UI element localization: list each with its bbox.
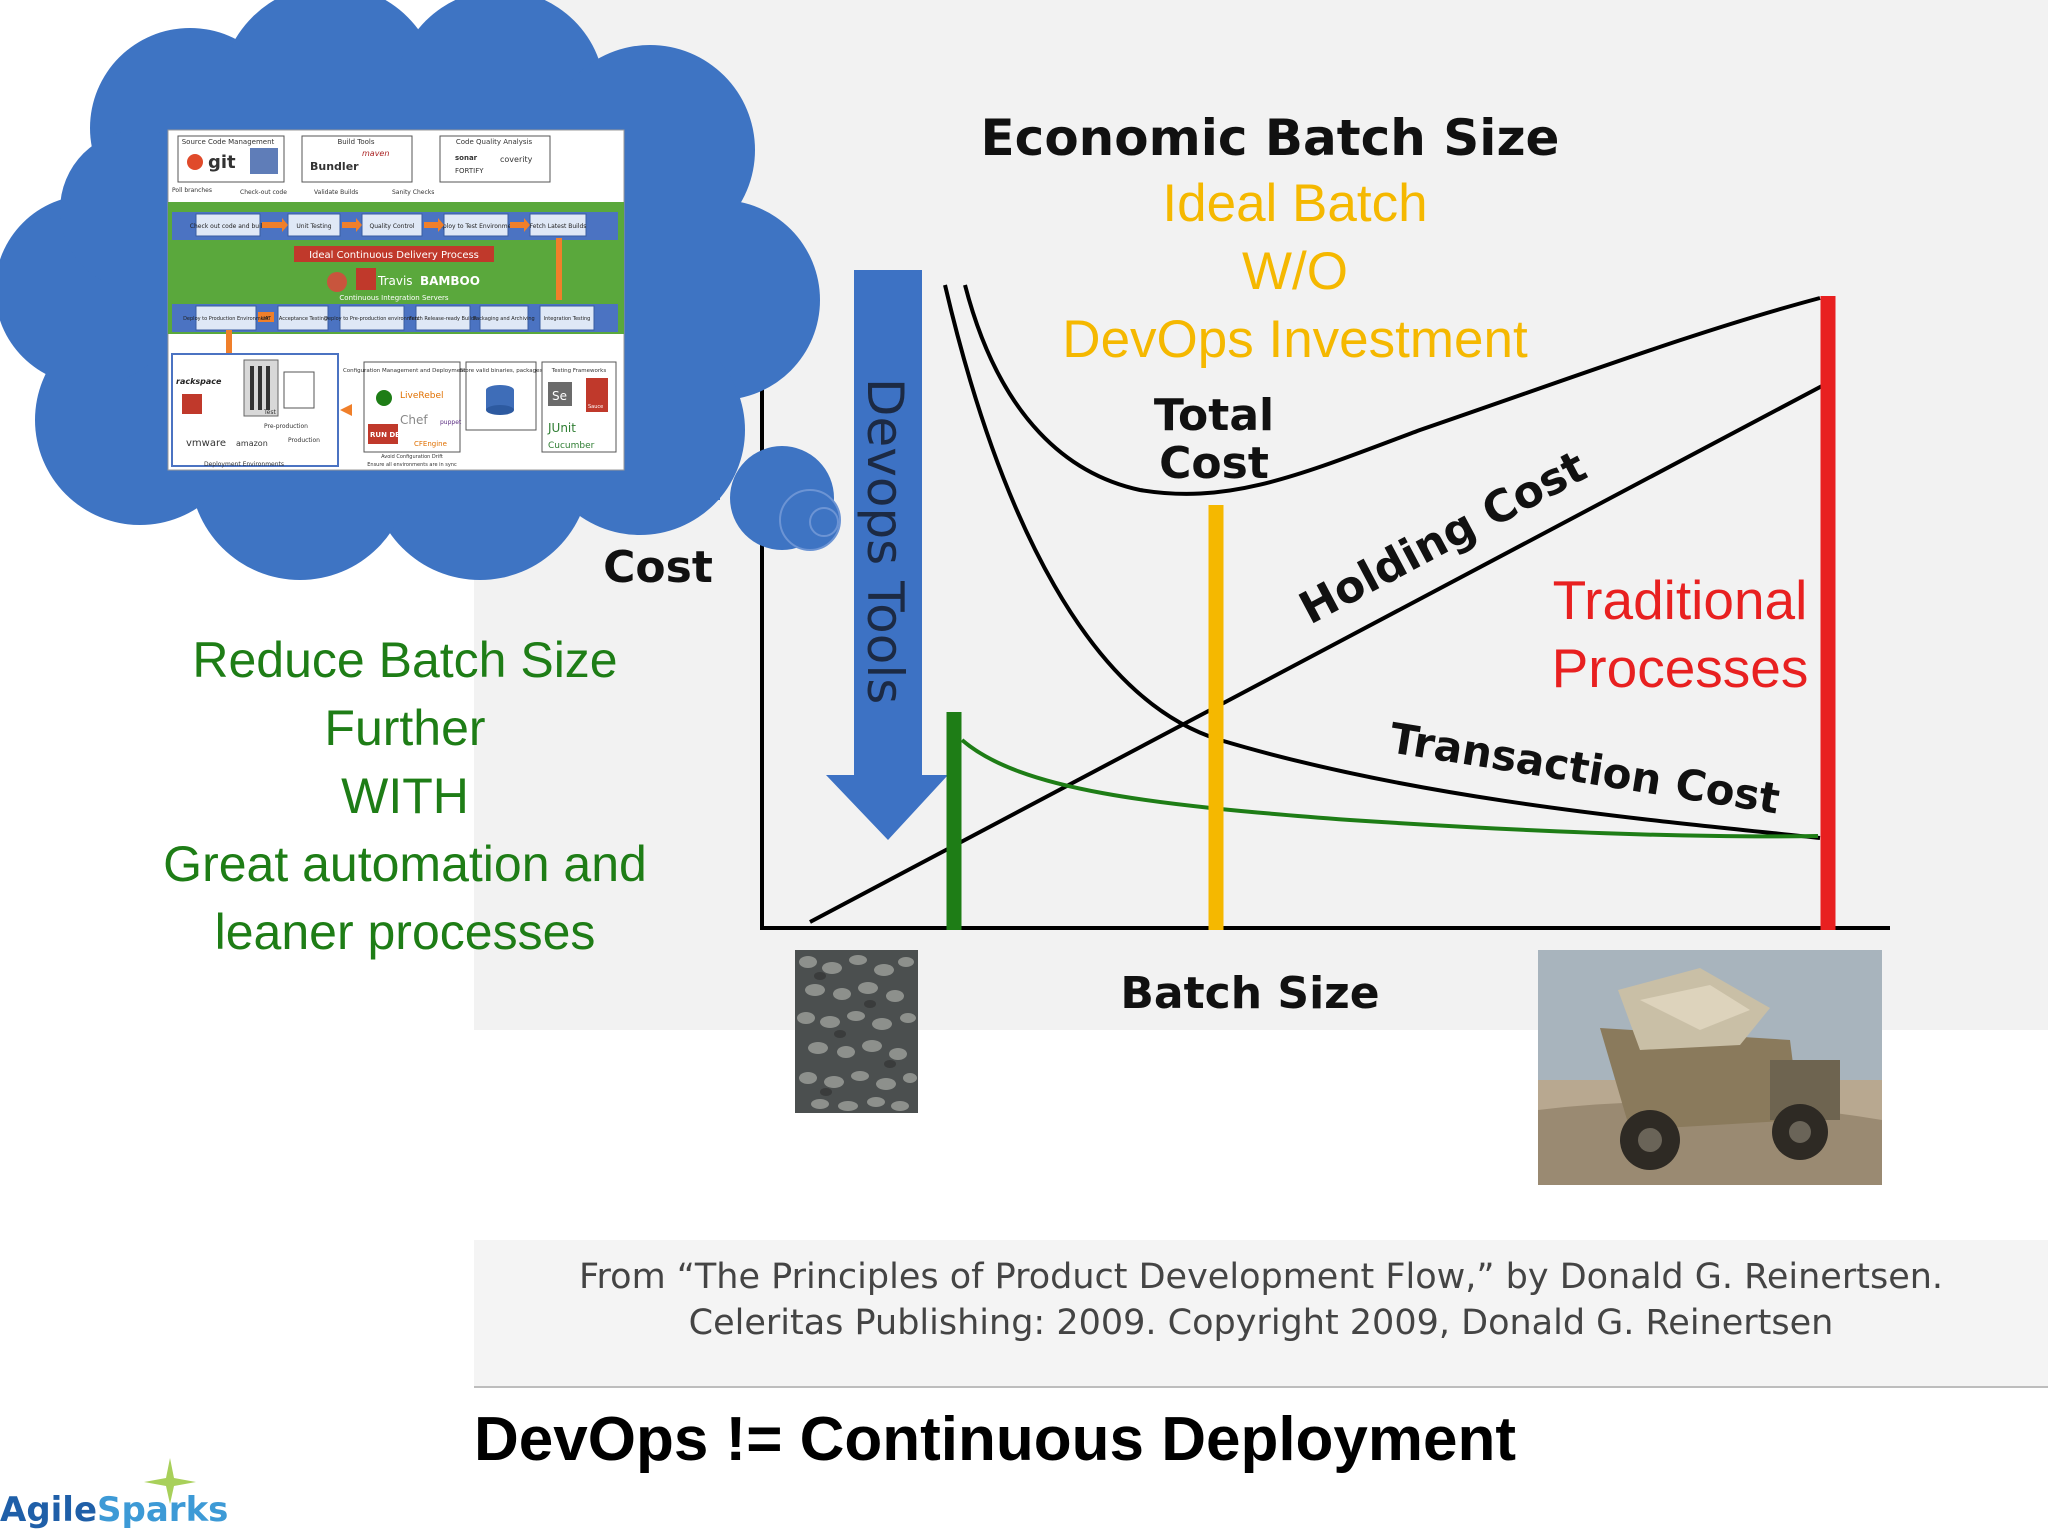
coverity-text: coverity — [500, 155, 533, 164]
sauce-text: Sauce — [588, 404, 603, 410]
pipe-code-quality-label: Code Quality Analysis — [456, 138, 533, 146]
pipe-build-tools-label: Build Tools — [337, 138, 374, 146]
reduce-line-4: Great automation and — [163, 836, 647, 892]
row2-step-2: Acceptance Testing — [279, 316, 327, 322]
citation-line-1: From “The Principles of Product Developm… — [578, 1257, 1944, 1297]
jenkins-logo — [327, 272, 347, 292]
row1-step-3: Quality Control — [369, 223, 414, 230]
git-logo — [187, 154, 203, 170]
reduce-line-1: Reduce Batch Size — [192, 632, 618, 688]
agilesparks-logo: AgileSparks — [0, 1458, 229, 1530]
reduce-batch-text: Reduce Batch Size Further WITH Great aut… — [110, 626, 700, 966]
total-cost-label-line2: Cost — [1159, 438, 1269, 489]
total-cost-curve — [963, 284, 1821, 496]
row1-step-1: Check out code and build — [190, 223, 267, 230]
row2-step-1: Deploy to Production Environment — [183, 316, 269, 322]
citation: From “The Principles of Product Developm… — [474, 1254, 2048, 1346]
vmware-text: vmware — [186, 438, 226, 449]
maven-text: maven — [362, 149, 389, 158]
total-cost-label-line1: Total — [1154, 390, 1274, 441]
citation-background — [474, 1240, 2048, 1388]
build-logo — [250, 148, 278, 174]
x-axis-label: Batch Size — [1120, 968, 1379, 1019]
store-binaries-label: Store valid binaries, packages — [460, 368, 543, 374]
ideal-batch-line-1: Ideal Batch — [1162, 174, 1428, 233]
sonar-text: sonar — [455, 154, 478, 162]
row2-step-5: Packaging and Archiving — [473, 316, 534, 322]
pipe-source-code-label: Source Code Management — [182, 138, 275, 146]
git-text: git — [208, 152, 236, 173]
reduce-line-3: WITH — [341, 768, 469, 824]
devops-tools-arrow — [826, 270, 948, 840]
reduced-transaction-cost-curve — [960, 738, 1819, 839]
y-axis-label: Cost — [603, 542, 713, 593]
reduce-line-5: leaner processes — [214, 904, 596, 960]
spark-icon — [144, 1458, 196, 1504]
env-test: Test — [263, 409, 276, 416]
holding-cost-line — [809, 384, 1823, 924]
bamboo-text: BAMBOO — [420, 274, 480, 288]
logo-part-agile: Agile — [0, 1490, 98, 1530]
row2-step-3: Deploy to Pre-production environment — [324, 316, 420, 322]
cucumber-text: Cucumber — [548, 441, 595, 451]
travis-logo — [356, 268, 376, 290]
slide-title: DevOps != Continuous Deployment — [474, 1405, 1517, 1474]
row2-step-4: Fetch Release-ready Builds — [409, 316, 477, 322]
env-production: Production — [288, 437, 320, 444]
puppet-text: puppet — [440, 419, 462, 426]
poll-branches-label: Poll branches — [172, 187, 212, 194]
traditional-line-1: Traditional — [1552, 569, 1808, 631]
selenium-text: Se — [552, 389, 567, 403]
testing-frameworks-label: Testing Frameworks — [551, 368, 607, 374]
row2-step-uat: UAT — [261, 316, 272, 322]
ideal-batch-text: Ideal Batch W/O DevOps Investment — [1000, 170, 1590, 374]
config-sync-label: Ensure all environments are in sync — [367, 462, 457, 468]
junit-text: JUnit — [547, 421, 576, 435]
row1-step-5: Fetch Latest Builds — [530, 223, 587, 230]
process-title: Ideal Continuous Delivery Process — [309, 250, 479, 261]
logo-part-sparks: Sparks — [97, 1490, 229, 1530]
amazon-text: amazon — [236, 439, 268, 448]
rundeck-text: RUN DECK — [370, 431, 411, 439]
checkout-label: Check-out code — [240, 189, 287, 196]
sanity-checks-label: Sanity Checks — [392, 189, 434, 196]
config-mgmt-label: Configuration Management and Deployment … — [343, 368, 481, 374]
env-preprod: Pre-production — [264, 423, 308, 430]
validate-builds-label: Validate Builds — [314, 189, 358, 196]
chart-title: Economic Batch Size — [981, 109, 1560, 167]
pipeline-diagram: Source Code Management Build Tools Code … — [167, 129, 625, 471]
rackspace-text: rackspace — [176, 377, 222, 386]
travis-text: Travis — [377, 274, 413, 288]
config-drift-label: Avoid Configuration Drift — [381, 454, 443, 460]
dump-truck-image — [1538, 950, 1882, 1185]
chef-text: Chef — [400, 413, 428, 427]
devops-tools-label: Devops Tools — [856, 378, 914, 704]
traditional-processes-text: Traditional Processes — [1530, 566, 1830, 702]
pebbles-image — [795, 950, 918, 1113]
reduce-line-2: Further — [324, 700, 486, 756]
process-title-banner — [294, 246, 494, 262]
transaction-cost-label: Transaction Cost — [1386, 713, 1783, 823]
row1-step-4: Deploy to Test Environment — [435, 223, 519, 230]
ideal-batch-line-2: W/O — [1242, 242, 1348, 301]
row1-step-2: Unit Testing — [296, 223, 331, 230]
deployment-environments-label: Deployment Environments — [204, 461, 284, 468]
fortify-text: FORTIFY — [455, 167, 484, 175]
ci-servers-label: Continuous Integration Servers — [339, 294, 449, 302]
traditional-line-2: Processes — [1551, 637, 1809, 699]
cfengine-text: CFEngine — [414, 440, 447, 448]
citation-line-2: Celeritas Publishing: 2009. Copyright 20… — [688, 1303, 1834, 1343]
liverebel-text: LiveRebel — [400, 391, 444, 401]
row2-step-6: Integration Testing — [544, 316, 591, 322]
ideal-batch-line-3: DevOps Investment — [1062, 310, 1528, 369]
bundler-text: Bundler — [310, 160, 359, 173]
